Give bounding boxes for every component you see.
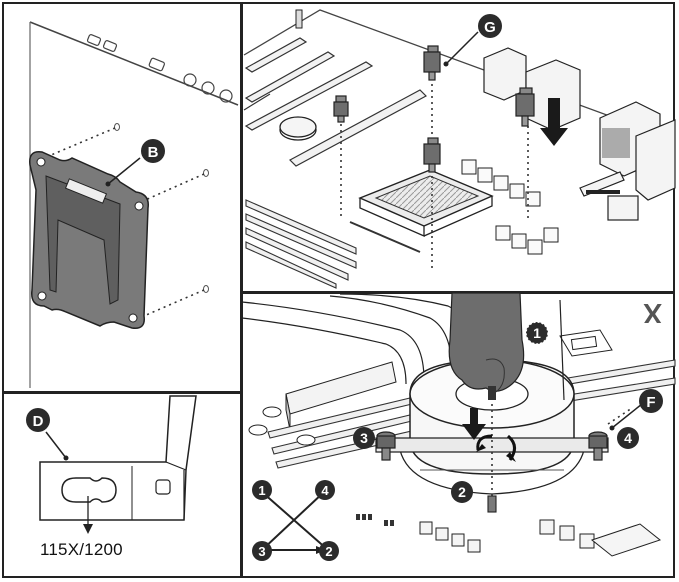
- svg-text:3: 3: [258, 544, 265, 559]
- standoff-3: [423, 137, 441, 173]
- svg-text:B: B: [148, 144, 159, 161]
- cpu-socket: [349, 169, 494, 253]
- diagram-node-4: 4: [315, 480, 335, 500]
- thumbscrew-left: [376, 431, 396, 461]
- step-3-marker: 3: [353, 427, 375, 449]
- backplate: [29, 151, 149, 329]
- svg-text:4: 4: [321, 483, 329, 498]
- panel-backplate: B: [29, 21, 239, 388]
- divider-left-horizontal: [2, 391, 242, 394]
- standoff-4: [515, 87, 535, 127]
- callout-f: F: [639, 389, 663, 413]
- svg-text:G: G: [484, 19, 496, 36]
- svg-text:1: 1: [258, 483, 265, 498]
- callout-g: G: [478, 14, 502, 38]
- thumbscrew-right: [588, 431, 608, 461]
- panel-standoffs: G: [243, 9, 676, 289]
- panel-cooler: X: [241, 292, 676, 557]
- svg-text:2: 2: [325, 544, 332, 559]
- diagram-node-1: 1: [252, 480, 272, 500]
- brand-mark: X: [643, 298, 662, 329]
- diagram-node-3: 3: [252, 541, 272, 561]
- svg-text:3: 3: [360, 430, 368, 446]
- callout-d: D: [26, 408, 50, 432]
- standoff-2: [423, 45, 441, 81]
- diagram-node-2: 2: [319, 541, 339, 561]
- socket-compatibility-label: 115X/1200: [40, 540, 123, 559]
- panel-bracket-detail: D: [26, 395, 197, 534]
- standoff-1: [333, 95, 349, 123]
- step-2-marker: 2: [451, 481, 473, 503]
- hand-illustration: [448, 292, 525, 400]
- svg-text:4: 4: [624, 430, 632, 446]
- svg-text:D: D: [33, 413, 44, 430]
- svg-text:1: 1: [533, 325, 541, 341]
- atx-connector: [285, 361, 397, 431]
- divider-right-horizontal: [240, 291, 675, 294]
- screw-order-diagram: 1 4 3 2: [252, 480, 339, 561]
- svg-text:2: 2: [458, 484, 466, 500]
- step-4-marker: 4: [617, 427, 639, 449]
- step-1-marker: 1: [525, 321, 549, 345]
- divider-vertical: [240, 2, 243, 578]
- callout-b: B: [141, 139, 165, 163]
- svg-text:F: F: [646, 394, 655, 411]
- mounting-slot: [61, 477, 117, 503]
